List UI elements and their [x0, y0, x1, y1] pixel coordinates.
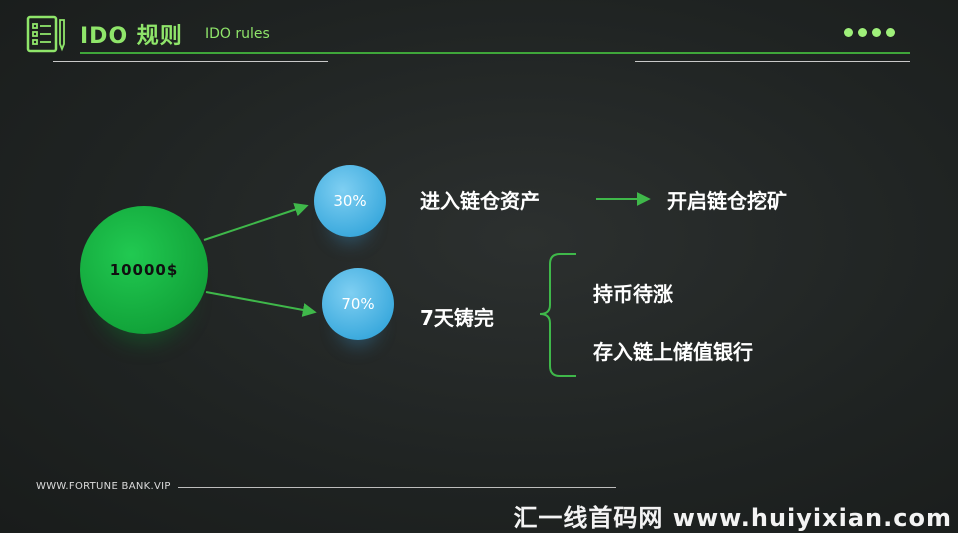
- percent-circle-70: 70%: [322, 268, 394, 340]
- percent-70: 70%: [341, 295, 375, 313]
- arrow-to-70: [205, 291, 317, 317]
- percent-circle-30: 30%: [314, 165, 386, 237]
- page-title: IDO 规则: [80, 24, 183, 49]
- dot: [872, 28, 881, 37]
- option-brace: [539, 253, 576, 377]
- seven-day-mint-label: 7天铸完: [420, 306, 494, 330]
- dot: [858, 28, 867, 37]
- chain-warehouse-assets-label: 进入链仓资产: [420, 189, 540, 213]
- arrow-to-30: [203, 202, 309, 241]
- footer-url: WWW.FORTUNE BANK.VIP: [36, 481, 171, 492]
- watermark-text: 汇一线首码网 www.huiyixian.com: [513, 504, 952, 532]
- dot: [844, 28, 853, 37]
- source-amount-circle: 10000$: [80, 206, 208, 334]
- start-mining-label: 开启链仓挖矿: [667, 189, 787, 213]
- percent-30: 30%: [333, 192, 367, 210]
- hold-coins-label: 持币待涨: [593, 282, 673, 306]
- page-subtitle: IDO rules: [205, 26, 270, 42]
- deposit-bank-label: 存入链上储值银行: [593, 340, 753, 364]
- checklist-pencil-icon: [26, 15, 65, 53]
- footer-divider: [178, 487, 616, 488]
- source-amount: 10000$: [109, 261, 179, 279]
- decorative-dots: [844, 28, 895, 37]
- header-rule-right: [635, 61, 910, 62]
- header-rule-left: [53, 61, 328, 62]
- header-divider: [80, 52, 910, 54]
- dot: [886, 28, 895, 37]
